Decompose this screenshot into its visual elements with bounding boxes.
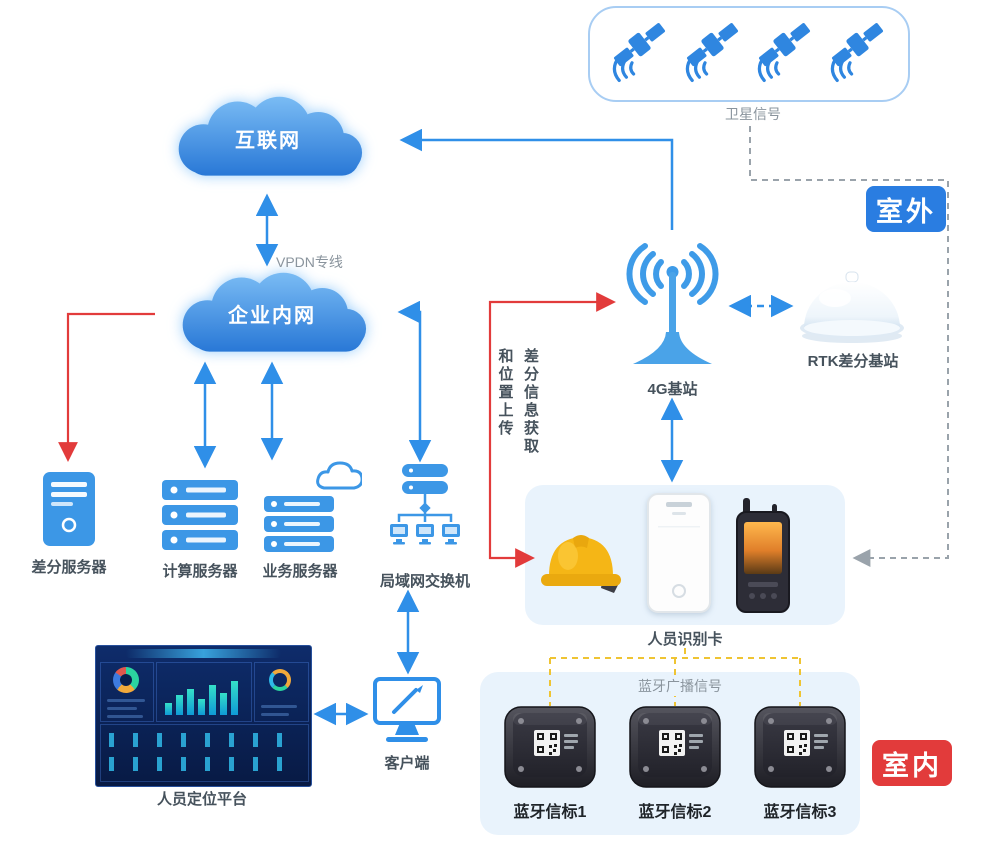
platform-label: 人员定位平台 [156,791,247,808]
satellite-signal-label: 卫星信号 [702,104,804,124]
satellite-icon [681,17,745,91]
internet-cloud-label: 互联网 [235,130,301,152]
dashboard-donut-chart [113,667,139,693]
compute-server-label: 计算服务器 [162,563,238,580]
vpdn-link-label: VPDN专线 [276,254,343,270]
indoor-badge: 室内 [872,740,952,786]
mini-cloud-icon [316,461,362,490]
internet-cloud: 互联网 [148,92,388,187]
client-monitor-icon [373,677,441,742]
intranet-cloud-label: 企业内网 [228,305,316,327]
handheld-terminal-icon [736,498,790,613]
bluetooth-broadcast-label: 蓝牙广播信号 [597,676,763,696]
satellite-group-box [588,6,910,102]
4g-tower-label: 4G基站 [647,381,698,398]
client-label: 客户端 [384,755,430,772]
beacon-1-label: 蓝牙信标1 [513,804,587,821]
diff-server-label: 差分服务器 [31,559,107,576]
platform-dashboard-thumbnail [95,645,312,787]
dashboard-titlebar [126,649,281,658]
bluetooth-beacon-icon [504,706,596,788]
satellite-icon [826,17,890,91]
beacon-3-label: 蓝牙信标3 [763,804,837,821]
intranet-cloud: 企业内网 [152,268,392,363]
rtk-dome-icon [800,271,904,343]
bluetooth-beacon-icon [754,706,846,788]
id-card-icon [647,493,711,613]
4g-tower-icon [626,243,719,364]
upload-vertical-label: 和位置上传 [496,348,514,438]
connector-intranet-diffserver-red [58,312,155,462]
business-server-icon [264,461,362,552]
satellite-icon [753,17,817,91]
connector-switch-intranet [397,300,432,463]
outdoor-badge: 室外 [866,186,946,232]
lan-switch-label: 局域网交换机 [379,573,470,590]
person-card-label: 人员识别卡 [647,631,723,648]
satellite-icon [608,17,672,91]
dashboard-bar-chart [165,673,238,715]
rtk-dome-label: RTK差分基站 [807,353,899,370]
connector-4g-to-internet [399,128,674,230]
diff-server-icon [43,472,95,546]
uplink-annotation: 差分信息获取 和位置上传 [492,348,543,528]
safety-helmet-icon [541,535,621,593]
bluetooth-beacon-icon [629,706,721,788]
lan-switch-icon [390,464,460,545]
business-server-label: 业务服务器 [262,563,338,580]
dashboard-gauge [269,669,291,691]
diff-info-vertical-label: 差分信息获取 [522,348,539,456]
beacon-2-label: 蓝牙信标2 [638,804,712,821]
compute-server-icon [162,480,238,550]
